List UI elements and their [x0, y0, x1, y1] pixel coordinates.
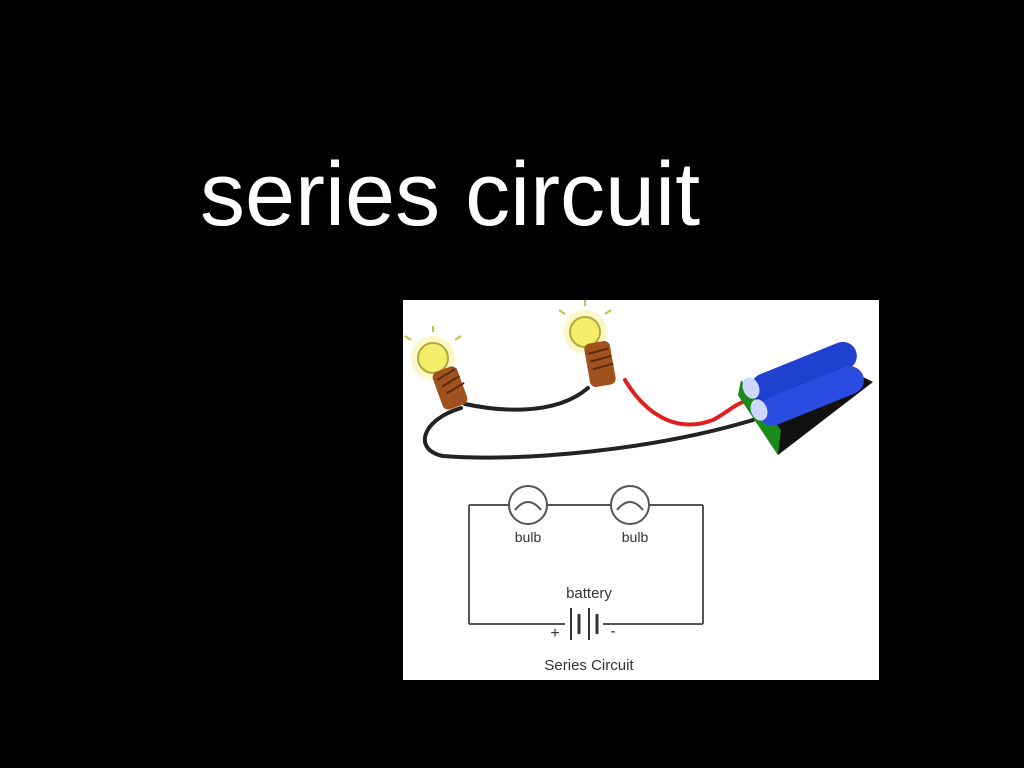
circuit-figure: bulb bulb battery + - Series Circuit	[403, 300, 879, 680]
battery-minus-sign: -	[610, 623, 615, 640]
bulb-label-2: bulb	[622, 529, 649, 545]
diagram-caption: Series Circuit	[544, 657, 634, 674]
battery-plus-sign: +	[550, 625, 559, 642]
bulb-1-icon	[404, 326, 468, 410]
circuit-illustration: bulb bulb battery + - Series Circuit	[404, 300, 873, 674]
battery-label: battery	[566, 585, 612, 602]
battery-pack-icon	[738, 341, 873, 455]
bulb-label-1: bulb	[515, 529, 542, 545]
wire-black-bottom	[423, 406, 755, 460]
wire-red	[623, 378, 750, 427]
schematic-battery	[570, 608, 599, 640]
schematic-bulb-2	[610, 485, 650, 525]
bulb-2-icon	[558, 300, 616, 387]
schematic-diagram	[468, 485, 704, 640]
schematic-bulb-1	[508, 485, 548, 525]
wire-black-between-bulbs	[463, 386, 590, 412]
slide-title: series circuit	[200, 145, 701, 245]
